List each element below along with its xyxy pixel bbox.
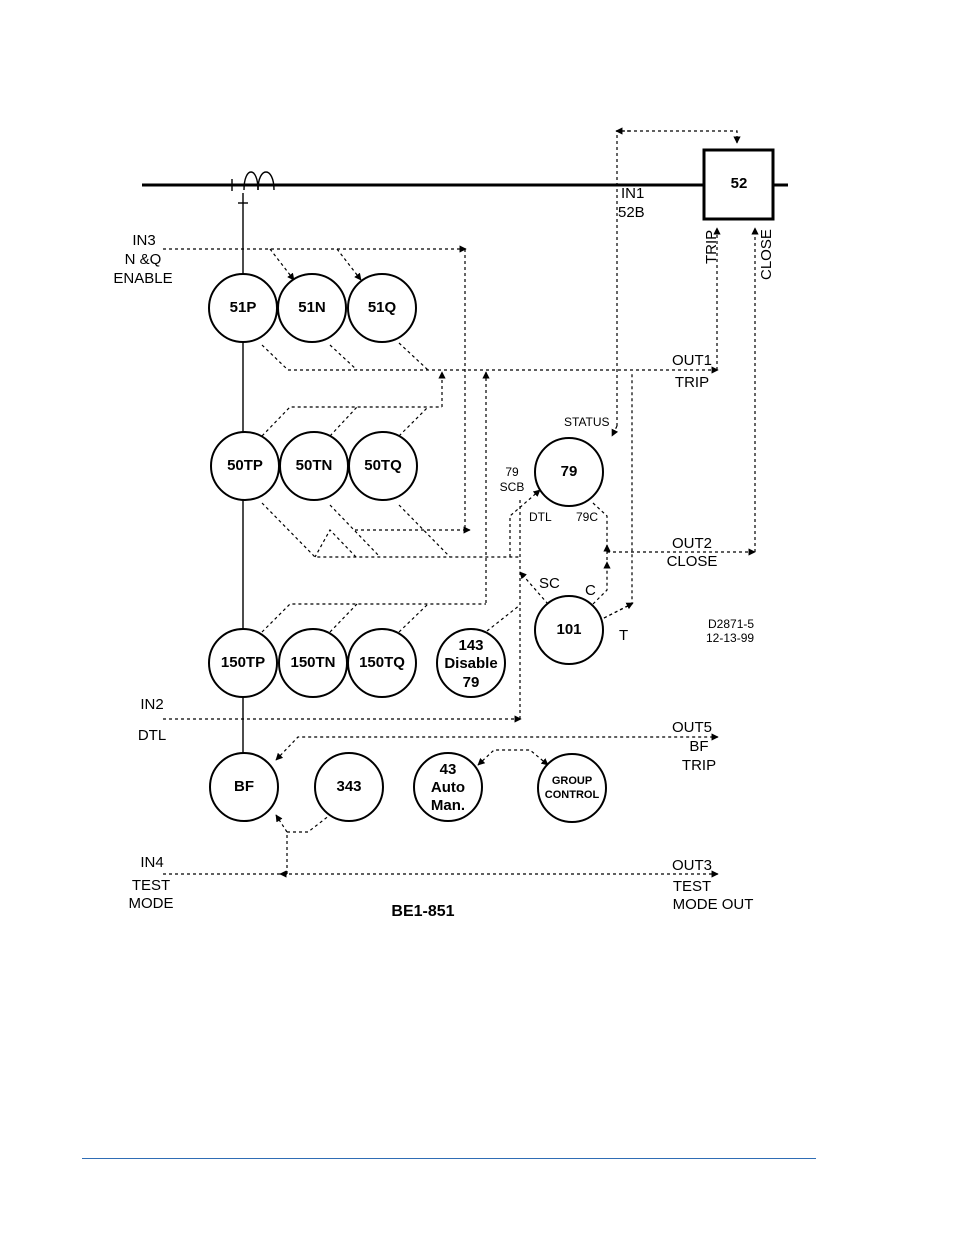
relay-bf: BF: [209, 752, 279, 822]
relay-43-auto-man: 43 Auto Man.: [413, 752, 483, 822]
breaker-trip-label: TRIP: [703, 230, 720, 264]
group-control-line-2: CONTROL: [545, 789, 600, 801]
79c-label: 79C: [576, 510, 598, 524]
drawing-id: D2871-5 12-13-99: [706, 617, 754, 645]
breaker-52: 52: [702, 148, 775, 221]
breaker-label: 52: [731, 175, 748, 192]
relay-50tn: 50TN: [279, 431, 349, 501]
drawing-number: D2871-5: [708, 617, 754, 631]
output-out3-label: OUT3 TEST MODE OUT: [672, 857, 753, 913]
relay-79: 79: [534, 437, 604, 507]
relay-50tq: 50TQ: [348, 431, 418, 501]
in1-line-2: 52B: [618, 204, 645, 221]
out1-line-2: TRIP: [675, 374, 709, 391]
output-out5-label: OUT5 BF TRIP: [672, 719, 716, 774]
out2-line-2: CLOSE: [667, 553, 718, 570]
relay-101: 101: [534, 595, 604, 665]
status-label: STATUS: [564, 415, 610, 429]
out3-line-2: TEST: [673, 878, 711, 895]
relay-143-line-3: 79: [463, 674, 480, 691]
in2-line-2: DTL: [138, 727, 166, 744]
input-in3-label: IN3 N &Q ENABLE: [113, 232, 172, 287]
in2-line-1: IN2: [140, 696, 163, 713]
drawing-date: 12-13-99: [706, 631, 754, 645]
relay-43-line-2: Auto: [431, 779, 465, 796]
scb-label: 79 SCB: [500, 465, 525, 494]
in3-line-2: N &Q: [125, 251, 162, 268]
relay-343-label: 343: [336, 778, 361, 795]
relay-51q-label: 51Q: [368, 299, 397, 316]
relay-101-label: 101: [556, 621, 581, 638]
input-in4-label: IN4 TEST MODE: [129, 854, 174, 912]
signal-paths: [163, 127, 759, 878]
device-name: BE1-851: [391, 903, 454, 920]
relay-150tp-label: 150TP: [221, 654, 265, 671]
output-out1-label: OUT1 TRIP: [672, 352, 712, 391]
out5-line-3: TRIP: [682, 757, 716, 774]
out5-line-2: BF: [689, 738, 708, 755]
out5-line-1: OUT5: [672, 719, 712, 736]
group-control-line-1: GROUP: [552, 775, 592, 787]
relay-150tq: 150TQ: [347, 628, 417, 698]
relay-143-disable-79: 143 Disable 79: [436, 628, 506, 698]
relay-bf-label: BF: [234, 778, 254, 795]
input-in2-label: IN2 DTL: [138, 696, 166, 744]
relay-150tp: 150TP: [208, 628, 278, 698]
relay-150tn: 150TN: [278, 628, 348, 698]
output-out2-label: OUT2 CLOSE: [667, 535, 718, 570]
relay-79-label: 79: [561, 463, 578, 480]
relay-50tq-label: 50TQ: [364, 457, 402, 474]
current-transformer-icon: [231, 171, 275, 204]
relay-51p-label: 51P: [230, 299, 257, 316]
out2-line-1: OUT2: [672, 535, 712, 552]
breaker-close-label: CLOSE: [758, 229, 775, 280]
dtl-signal-label: DTL: [529, 510, 552, 524]
t-label: T: [619, 627, 628, 644]
in3-line-1: IN3: [132, 232, 155, 249]
group-control: GROUP CONTROL: [537, 753, 607, 823]
in1-line-1: IN1: [621, 185, 644, 202]
in4-line-1: IN4: [140, 854, 163, 871]
relay-51p: 51P: [208, 273, 278, 343]
relay-51n-label: 51N: [298, 299, 326, 316]
relay-50tn-label: 50TN: [296, 457, 333, 474]
in3-line-3: ENABLE: [113, 270, 172, 287]
relay-143-line-2: Disable: [444, 655, 497, 672]
relay-43-line-3: Man.: [431, 797, 465, 814]
scb-line-2: SCB: [500, 480, 525, 494]
sc-label: SC: [539, 575, 560, 592]
in4-line-2: TEST: [132, 877, 170, 894]
scb-line-1: 79: [505, 465, 519, 479]
relay-143-line-1: 143: [458, 637, 483, 654]
out3-line-1: OUT3: [672, 857, 712, 874]
c-label: C: [585, 582, 596, 599]
relay-43-line-1: 43: [440, 761, 457, 778]
relay-150tq-label: 150TQ: [359, 654, 405, 671]
relay-343: 343: [314, 752, 384, 822]
relay-150tn-label: 150TN: [290, 654, 335, 671]
out1-line-1: OUT1: [672, 352, 712, 369]
relay-50tp-label: 50TP: [227, 457, 263, 474]
in4-line-3: MODE: [129, 895, 174, 912]
out3-line-3: MODE OUT: [673, 896, 754, 913]
relay-51n: 51N: [277, 273, 347, 343]
input-in1-label: IN1 52B: [618, 185, 645, 221]
footer-rule: [82, 1158, 816, 1159]
relay-50tp: 50TP: [210, 431, 280, 501]
relay-51q: 51Q: [347, 273, 417, 343]
